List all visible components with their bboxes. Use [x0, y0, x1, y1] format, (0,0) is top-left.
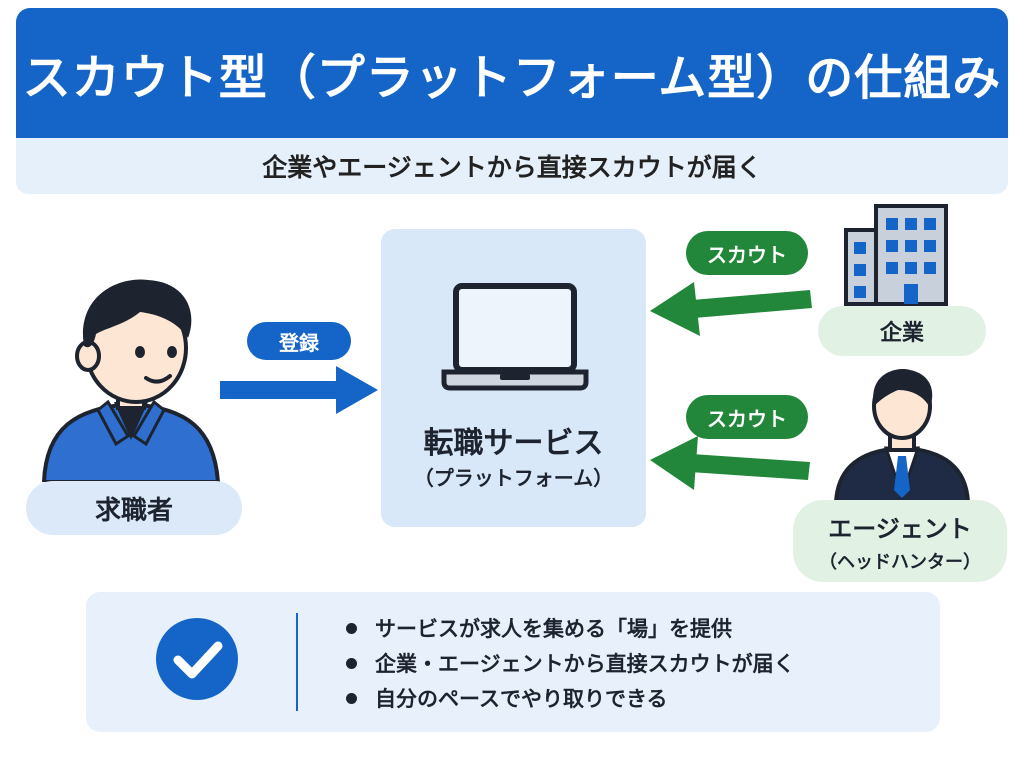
check-badge [156, 618, 238, 700]
subtitle-bar: 企業やエージェントから直接スカウトが届く [16, 138, 1008, 194]
agent-label: エージェント （ヘッドハンター） [793, 500, 1007, 582]
building-icon [844, 204, 948, 306]
platform-subtitle: （プラットフォーム） [413, 466, 614, 490]
agent-label-text: エージェント [828, 514, 972, 543]
summary-point-text: 企業・エージェントから直接スカウトが届く [375, 652, 795, 676]
summary-point: 自分のペースでやり取りできる [346, 682, 668, 714]
summary-divider [296, 613, 298, 711]
arrow-left-icon [650, 282, 812, 336]
summary-point: 企業・エージェントから直接スカウトが届く [346, 647, 795, 679]
summary-point: サービスが求人を集める「場」を提供 [346, 612, 732, 644]
agent-sublabel-text: （ヘッドハンター） [819, 551, 981, 573]
laptop-icon [441, 283, 589, 391]
company-scout-pill: スカウト [686, 231, 808, 275]
summary-point-text: 自分のペースでやり取りできる [375, 687, 668, 711]
company-scout-text: スカウト [707, 242, 787, 267]
summary-point-text: サービスが求人を集める「場」を提供 [375, 617, 732, 641]
checkmark-icon [173, 641, 223, 679]
agent-scout-text: スカウト [707, 406, 787, 431]
page-title: スカウト型（プラットフォーム型）の仕組み [22, 50, 1002, 106]
arrow-left-icon [650, 436, 810, 490]
arrow-right-icon [220, 366, 378, 414]
company-label: 企業 [818, 306, 986, 356]
agent-scout-pill: スカウト [686, 395, 808, 439]
businessman-icon [833, 369, 971, 502]
platform-title: 転職サービス [423, 426, 604, 461]
job-seeker-label: 求職者 [26, 481, 242, 535]
job-seeker-label-text: 求職者 [94, 495, 173, 526]
register-pill: 登録 [247, 322, 351, 360]
register-pill-text: 登録 [279, 330, 319, 355]
company-label-text: 企業 [879, 321, 924, 346]
page-subtitle: 企業やエージェントから直接スカウトが届く [262, 153, 762, 182]
bullet-icon [346, 657, 357, 669]
person-icon [41, 279, 221, 482]
header-banner: スカウト型（プラットフォーム型）の仕組み [16, 8, 1008, 138]
bullet-icon [346, 692, 357, 704]
bullet-icon [346, 622, 357, 634]
